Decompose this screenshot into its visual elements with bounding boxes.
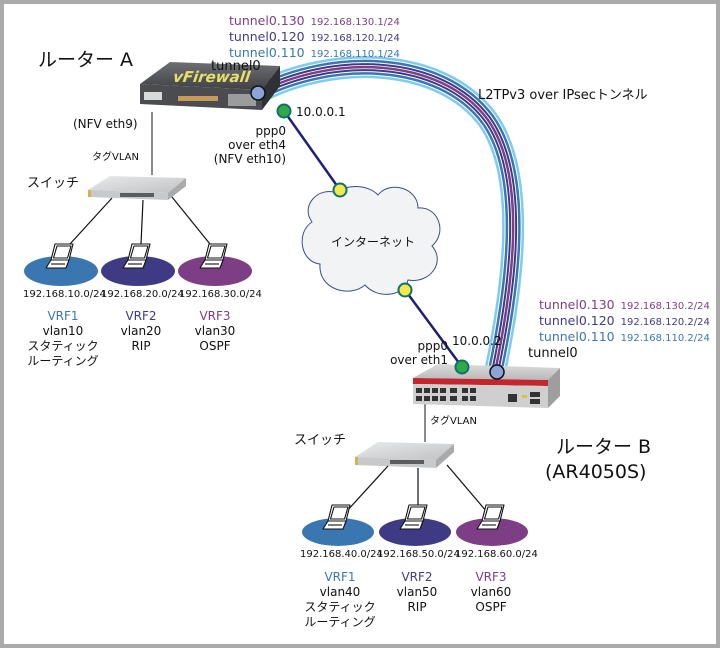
router-b-tunnel-endpoint — [489, 364, 505, 380]
router-a-lan-port: (NFV eth9) — [73, 117, 138, 131]
lan-b-subnet-3: 192.168.60.0/24 — [455, 549, 538, 560]
lan-b-pc1-laptop-icon — [322, 504, 351, 530]
switch-a-device — [88, 176, 186, 200]
switch-a-to-pc2 — [140, 199, 144, 245]
lan-b-vrf1-ellipse — [302, 518, 374, 546]
lan-a-vrf3-info: VRF3 vlan30 OSPF — [194, 309, 236, 353]
lan-b-vrf2-info: VRF2 vlan50 RIP — [396, 570, 438, 614]
router-b-tag-vlan: タグVLAN — [430, 416, 477, 427]
router-b-wan-interface: ppp0 over eth1 — [390, 339, 448, 367]
switch-a-to-pc1 — [69, 197, 113, 245]
router-a-wan-interface: ppp0 over eth4 (NFV eth10) — [213, 124, 286, 166]
switch-b-label: スイッチ — [294, 433, 347, 448]
internet-label: インターネット — [331, 235, 416, 249]
router-a-title: ルーター A — [38, 49, 134, 71]
lan-a-pc2-laptop-icon — [122, 243, 151, 269]
router-b-wan-endpoint — [454, 359, 470, 375]
lan-b-subnet-2: 192.168.50.0/24 — [377, 549, 460, 560]
router-b-tunnel-label: tunnel0 — [528, 346, 578, 361]
lan-b-vrf1-info: VRF1 vlan40 スタティック ルーティング — [304, 570, 376, 629]
router-a-wan-ip: 10.0.0.1 — [296, 105, 346, 119]
lan-b-pc2-laptop-icon — [399, 504, 428, 530]
lan-a-vrf2-ellipse — [101, 256, 175, 286]
lan-b-subnet-1: 192.168.40.0/24 — [300, 549, 383, 560]
lan-b-pc3-laptop-icon — [476, 504, 505, 530]
router-a-wan-endpoint — [276, 103, 292, 119]
router-a-tunnel-label: tunnel0 — [211, 59, 261, 74]
lan-a-pc1-laptop-icon — [45, 243, 74, 269]
lan-a-pc3-laptop-icon — [199, 243, 228, 269]
router-b-model: (AR4050S) — [545, 461, 647, 483]
tunnel-caption: L2TPv3 over IPsecトンネル — [478, 88, 648, 103]
router-b-device — [413, 364, 560, 408]
router-a-tunnel-endpoint — [250, 85, 266, 101]
router-a-tag-vlan: タグVLAN — [92, 152, 139, 163]
lan-a-subnet-3: 192.168.30.0/24 — [179, 289, 262, 300]
lan-a-subnet-1: 192.168.10.0/24 — [23, 289, 106, 300]
lan-a-vrf2-info: VRF2 vlan20 RIP — [120, 309, 162, 353]
router-a-device-label: vFirewall — [172, 68, 252, 86]
internet-cloud — [301, 186, 441, 295]
l2tpv3-tunnel-arc — [252, 56, 525, 375]
lan-b-vrf2-ellipse — [379, 518, 451, 546]
switch-b-to-pc1 — [345, 465, 389, 513]
switch-a-label: スイッチ — [27, 176, 80, 191]
lan-b-vrf3-ellipse — [456, 518, 528, 546]
router-b-wan-link — [403, 289, 464, 368]
router-a-device: vFirewall — [140, 62, 280, 110]
lan-a-subnet-2: 192.168.20.0/24 — [101, 289, 184, 300]
lan-b-vrf3-info: VRF3 vlan60 OSPF — [470, 570, 512, 614]
switch-b-to-pc3 — [446, 464, 488, 513]
internet-entry-b — [397, 282, 413, 298]
router-a-wan-link — [282, 110, 342, 191]
router-b-title: ルーター B — [556, 436, 652, 458]
internet-entry-a — [332, 182, 348, 198]
lan-a-vrf1-info: VRF1 vlan10 スタティック ルーティング — [27, 309, 99, 368]
switch-b-device — [355, 442, 454, 468]
switch-a-to-pc3 — [171, 196, 211, 245]
router-b-wan-ip: 10.0.0.2 — [452, 334, 502, 348]
lan-a-vrf1-ellipse — [24, 256, 98, 286]
lan-a-vrf3-ellipse — [178, 256, 252, 286]
